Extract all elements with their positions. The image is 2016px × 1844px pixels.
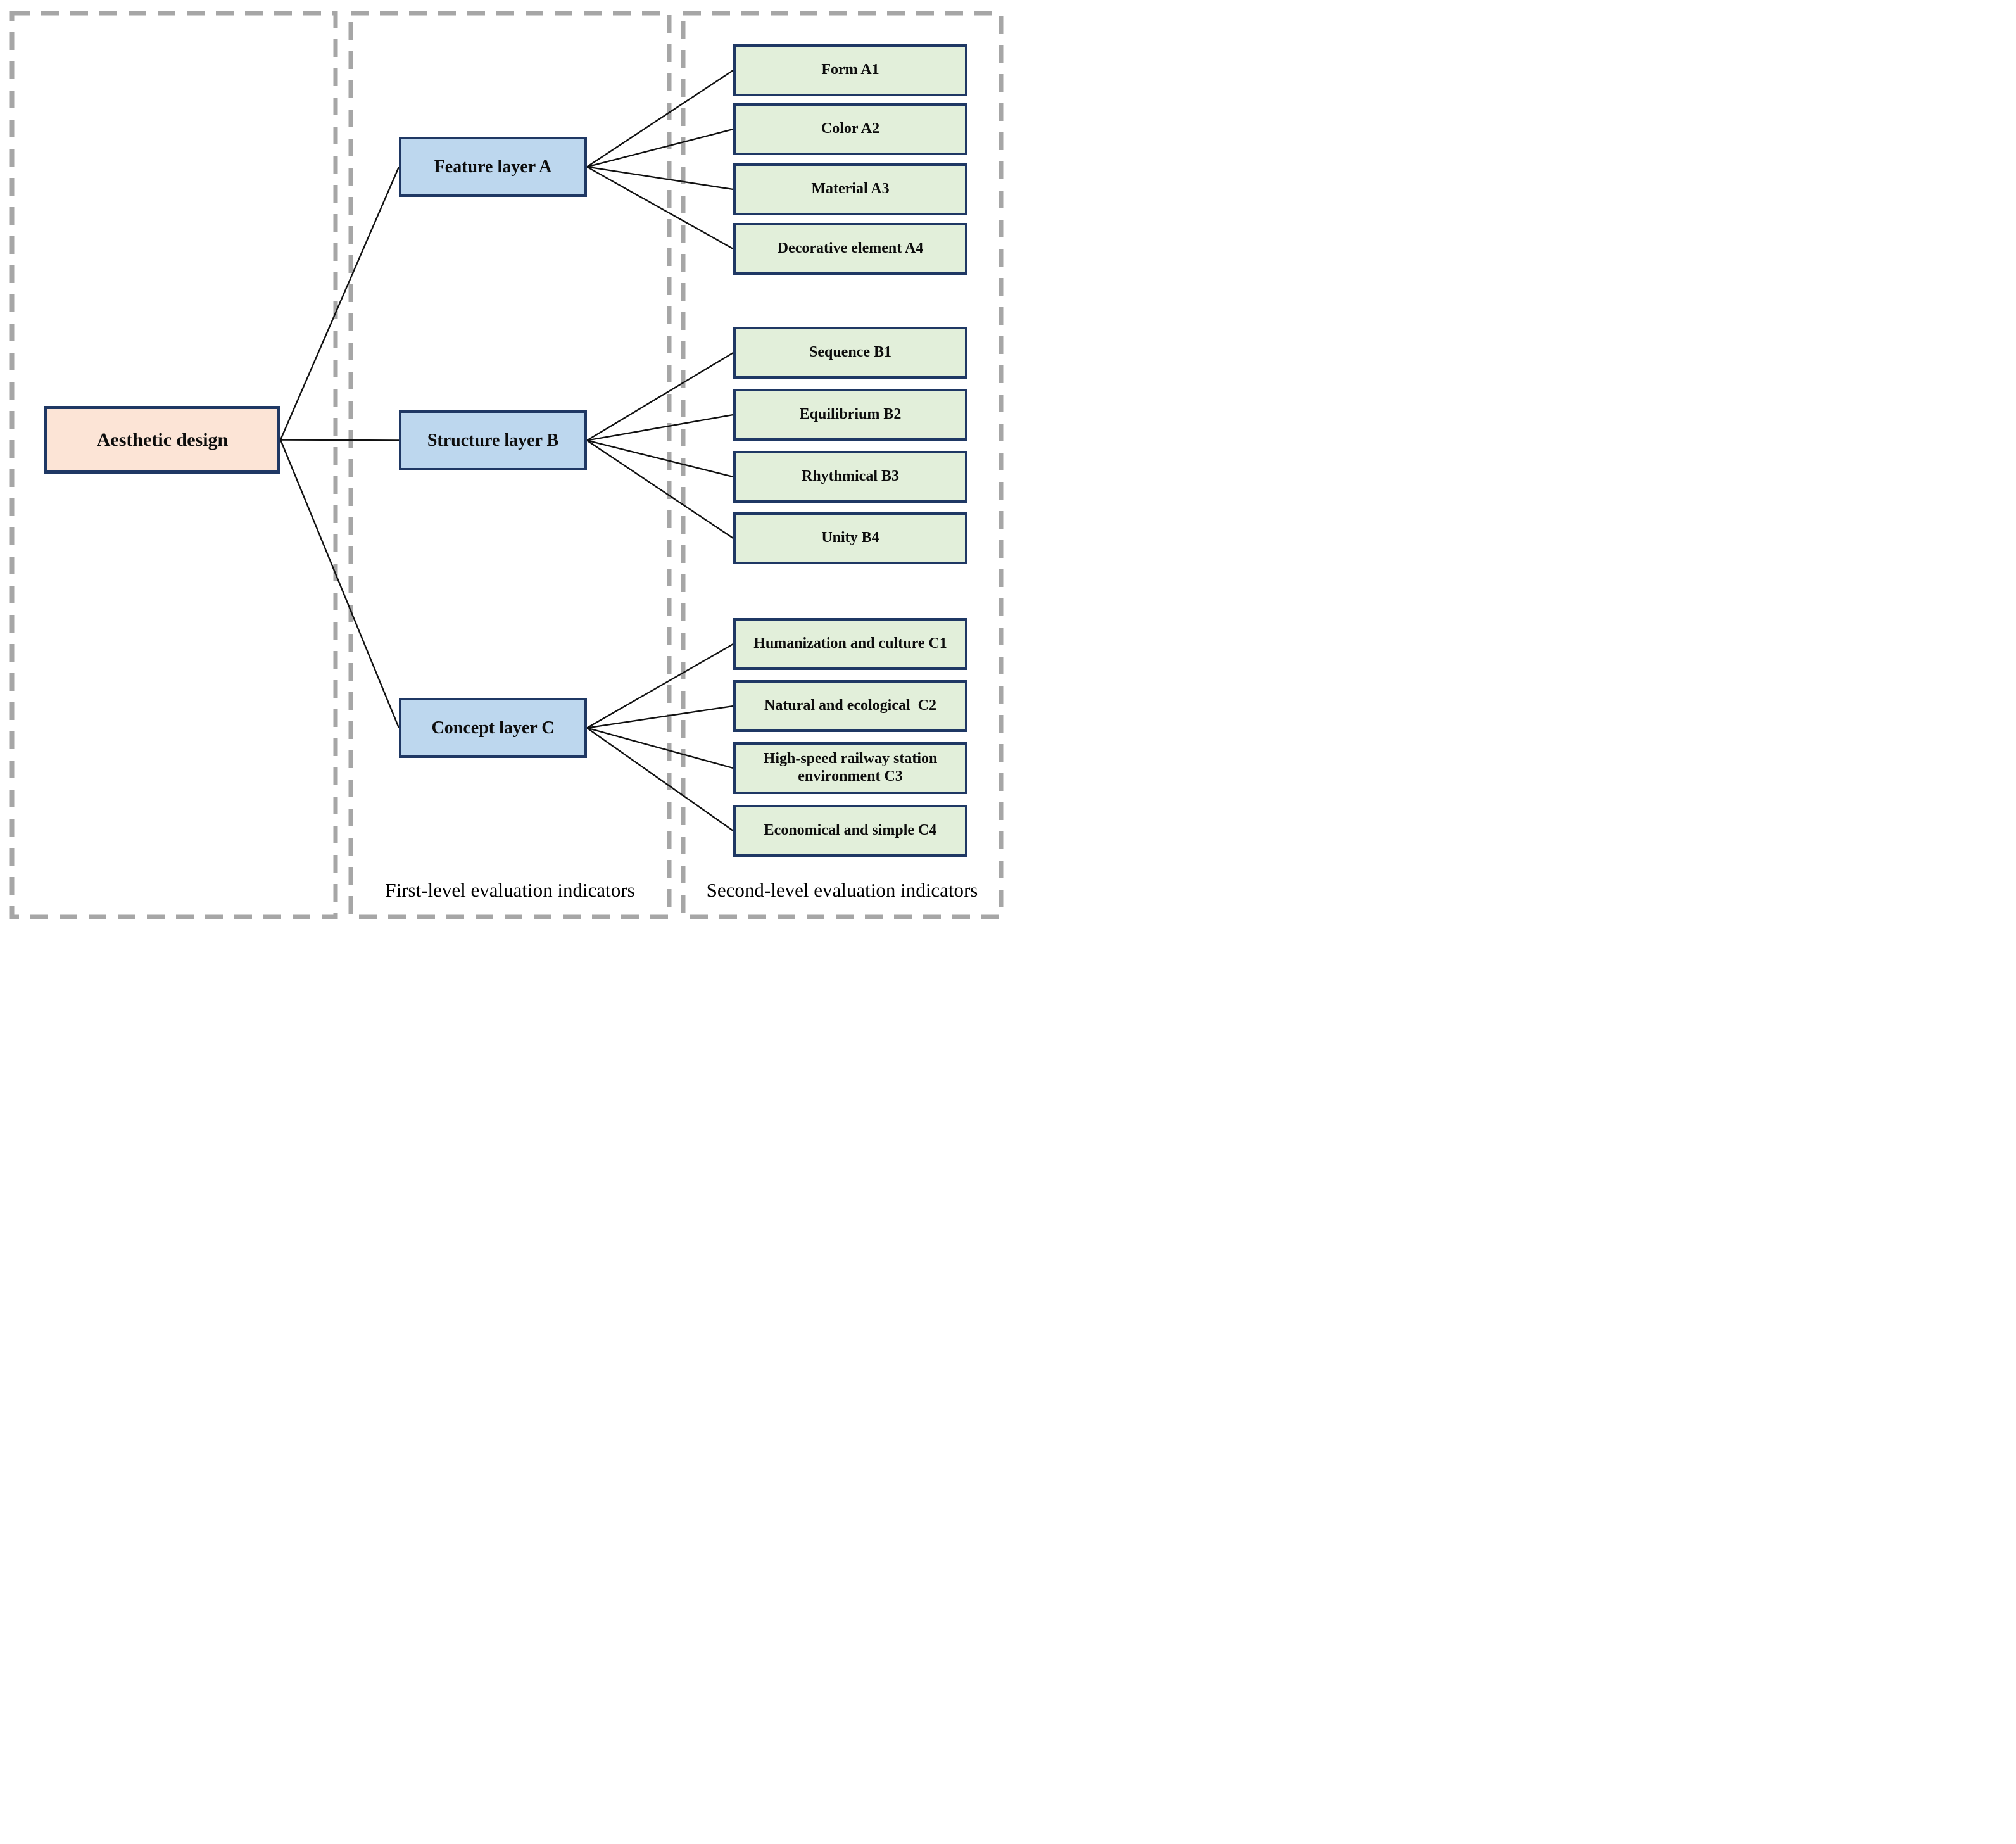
concept-layer-c-label: Concept layer C xyxy=(431,717,555,738)
railway-station-c3-label: High-speed railway station environment C… xyxy=(763,750,942,785)
connector-line xyxy=(586,351,734,441)
connector-lines xyxy=(279,69,734,831)
decorative-element-a4-label: Decorative element A4 xyxy=(777,240,924,257)
natural-c2-box: Natural and ecological C2 xyxy=(733,680,967,732)
unity-b4-label: Unity B4 xyxy=(821,529,879,546)
second-level-caption: Second-level evaluation indicators xyxy=(706,879,978,901)
aesthetic-design-label: Aesthetic design xyxy=(96,429,229,450)
material-a3-box: Material A3 xyxy=(733,163,967,215)
sequence-b1-label: Sequence B1 xyxy=(809,344,891,361)
economical-c4-box: Economical and simple C4 xyxy=(733,805,967,857)
economical-c4-label: Economical and simple C4 xyxy=(764,822,937,839)
connector-line xyxy=(586,705,734,729)
connector-line xyxy=(279,167,400,440)
concept-layer-c-box: Concept layer C xyxy=(399,698,587,758)
connector-line xyxy=(586,439,734,539)
connector-line xyxy=(586,727,734,831)
connector-line xyxy=(586,414,734,441)
connector-line xyxy=(586,439,734,478)
color-a2-label: Color A2 xyxy=(821,120,880,137)
first-level-caption: First-level evaluation indicators xyxy=(385,879,635,901)
decorative-element-a4-box: Decorative element A4 xyxy=(733,223,967,275)
equilibrium-b2-box: Equilibrium B2 xyxy=(733,389,967,441)
humanization-c1-box: Humanization and culture C1 xyxy=(733,618,967,670)
structure-layer-b-box: Structure layer B xyxy=(399,410,587,470)
connector-line xyxy=(586,69,734,168)
rhythmical-b3-box: Rhythmical B3 xyxy=(733,451,967,503)
dashed-column-goal xyxy=(9,11,338,919)
railway-station-c3-box: High-speed railway station environment C… xyxy=(733,742,967,794)
unity-b4-box: Unity B4 xyxy=(733,512,967,564)
connector-line xyxy=(280,439,400,441)
connector-line xyxy=(586,128,734,168)
connector-line xyxy=(586,643,734,729)
connector-line xyxy=(586,166,734,191)
dashed-column-first-level xyxy=(348,11,672,919)
natural-c2-label: Natural and ecological C2 xyxy=(764,697,936,714)
evaluation-indicator-diagram: Aesthetic design Feature layer A Structu… xyxy=(0,0,1008,922)
diagram-lines-layer xyxy=(9,11,1004,919)
structure-layer-b-label: Structure layer B xyxy=(427,430,559,450)
material-a3-label: Material A3 xyxy=(811,180,890,198)
form-a1-label: Form A1 xyxy=(821,61,879,79)
connector-line xyxy=(586,166,734,250)
feature-layer-a-box: Feature layer A xyxy=(399,137,587,197)
connector-line xyxy=(586,727,734,769)
rhythmical-b3-label: Rhythmical B3 xyxy=(801,468,899,485)
sequence-b1-box: Sequence B1 xyxy=(733,327,967,379)
form-a1-box: Form A1 xyxy=(733,44,967,96)
connector-line xyxy=(279,439,400,728)
humanization-c1-label: Humanization and culture C1 xyxy=(753,635,947,652)
color-a2-box: Color A2 xyxy=(733,103,967,155)
aesthetic-design-box: Aesthetic design xyxy=(44,406,280,474)
equilibrium-b2-label: Equilibrium B2 xyxy=(799,406,902,423)
feature-layer-a-label: Feature layer A xyxy=(434,156,552,177)
